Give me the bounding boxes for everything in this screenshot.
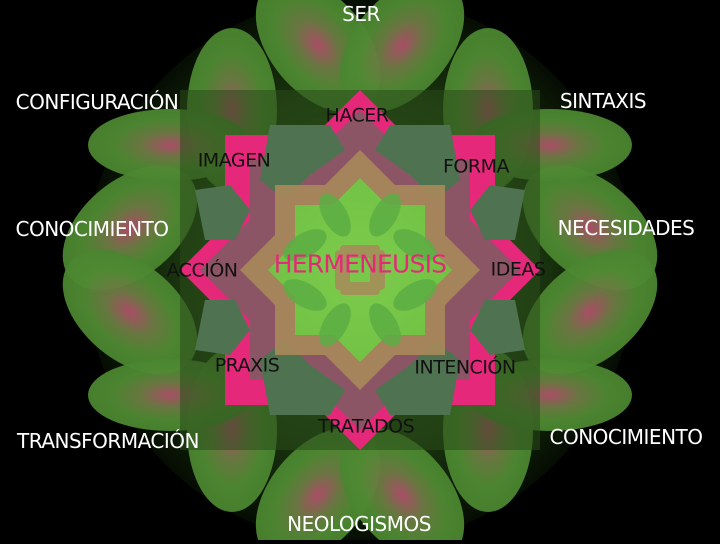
inner-label-tratados: TRATADOS xyxy=(317,415,415,438)
outer-label-configuracion: CONFIGURACIÓN xyxy=(15,90,179,114)
inner-label-intencion: INTENCIÓN xyxy=(414,356,516,379)
outer-label-transformacion: TRANSFORMACIÓN xyxy=(17,429,199,453)
outer-label-neologismos: NEOLOGISMOS xyxy=(287,512,431,536)
outer-label-necesidades: NECESIDADES xyxy=(557,216,695,240)
inner-label-hacer: HACER xyxy=(325,104,389,127)
inner-label-praxis: PRAXIS xyxy=(214,354,280,377)
inner-label-accion: ACCIÓN xyxy=(166,259,238,282)
inner-label-ideas: IDEAS xyxy=(490,258,546,281)
inner-label-imagen: IMAGEN xyxy=(197,149,271,172)
slate-shapes xyxy=(195,125,525,415)
outer-label-conocimiento-left: CONOCIMIENTO xyxy=(15,217,169,241)
inner-label-forma: FORMA xyxy=(443,155,509,178)
center-label-hermeneusis: HERMENEUSIS xyxy=(273,249,447,279)
outer-label-ser: SER xyxy=(342,2,380,26)
outer-label-sintaxis: SINTAXIS xyxy=(559,89,647,113)
outer-label-conocimiento-right: CONOCIMIENTO xyxy=(549,425,703,449)
lime-core xyxy=(268,178,452,362)
